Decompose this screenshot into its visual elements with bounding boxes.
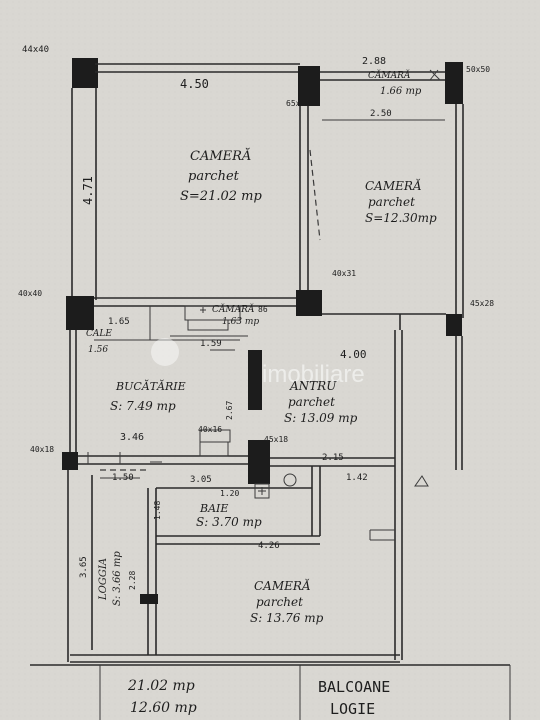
pantry-area: 1.63 mp [222, 317, 259, 327]
dim-1-59: 1.59 [200, 339, 222, 349]
dim-1-48: 1.48 [153, 501, 162, 520]
loggia-name: LOGGIA [98, 558, 109, 601]
dim-1-42: 1.42 [346, 473, 368, 483]
bedroom3-floor: parchet [256, 595, 303, 609]
pantry-name: CĂMARĂ [212, 303, 255, 315]
dim-65x31: 65x31 [286, 99, 310, 108]
bedroom2-area: S=12.30mp [365, 211, 437, 225]
footer-area-total: 21.02 mp [127, 678, 195, 694]
dim-40x18: 40x18 [30, 445, 54, 454]
dim-50x50: 50x50 [466, 65, 490, 74]
loggia-area: S: 3.66 mp [112, 551, 123, 606]
bedroom1-floor: parchet [188, 169, 240, 184]
dim-4-00: 4.00 [340, 348, 367, 361]
small-hall-name: CALE [86, 329, 112, 339]
watermark-brand: imobiliare [262, 361, 365, 388]
dim-4-50: 4.50 [180, 77, 209, 91]
dim-1-65: 1.65 [108, 317, 130, 327]
dim-2-88: 2.88 [362, 56, 386, 67]
dim-3-05: 3.05 [190, 475, 212, 485]
details [87, 69, 445, 541]
bedroom1-name: CAMERĂ [190, 148, 251, 164]
hall-name: ANTRU [289, 379, 337, 393]
dim-3-65: 3.65 [79, 556, 89, 578]
dim-4-71: 4.71 [81, 176, 95, 205]
hall-area: S: 13.09 mp [284, 411, 358, 425]
dim-2-50: 2.50 [370, 109, 392, 119]
dim-40x16: 40x16 [198, 425, 222, 434]
dim-2-28: 2.28 [128, 571, 137, 590]
bath-name: BAIE [199, 502, 228, 515]
dim-44x40: 44x40 [22, 45, 49, 55]
bedroom2-name: CAMERĂ [365, 178, 422, 193]
dim-2-15: 2.15 [322, 453, 344, 463]
dim-40x40: 40x40 [18, 289, 42, 298]
dim-1-20: 1.20 [220, 489, 239, 498]
dim-2-67: 2.67 [225, 401, 234, 420]
kitchen-area: S: 7.49 mp [110, 399, 176, 413]
footer-balconies-sub: LOGIE [330, 700, 375, 718]
footer-area-two: 12.60 mp [130, 700, 197, 716]
dim-45x28: 45x28 [470, 299, 494, 308]
bedroom3-name: CAMERĂ [254, 578, 311, 593]
watermark: imobiliare [151, 338, 365, 388]
walls [30, 58, 511, 720]
bedroom1-area: S=21.02 mp [180, 189, 262, 204]
dim-3-46: 3.46 [120, 432, 144, 443]
closet-area: 1.66 mp [380, 86, 422, 97]
room-labels: CAMERĂ parchet S=21.02 mp CAMERĂ parchet… [86, 69, 437, 625]
dim-45x18: 45x18 [264, 435, 288, 444]
dim-40x31: 40x31 [332, 269, 356, 278]
bedroom3-area: S: 13.76 mp [250, 611, 324, 625]
dim-4-26: 4.26 [258, 541, 280, 551]
kitchen-name: BUCĂTĂRIE [115, 379, 186, 393]
footer: 21.02 mp 12.60 mp BALCOANE LOGIE [127, 678, 390, 718]
bedroom2-floor: parchet [368, 195, 415, 209]
hall-floor: parchet [288, 395, 335, 409]
footer-balconies-title: BALCOANE [318, 678, 390, 696]
bath-area: S: 3.70 mp [196, 515, 262, 529]
dim-86: 86 [258, 305, 268, 314]
dim-1-50: 1.50 [112, 473, 134, 483]
dimension-labels: 44x40 4.50 2.88 50x50 65x31 2.50 4.71 40… [18, 45, 494, 590]
small-hall-area: 1.56 [88, 345, 108, 355]
closet-name: CĂMARĂ [368, 69, 411, 81]
